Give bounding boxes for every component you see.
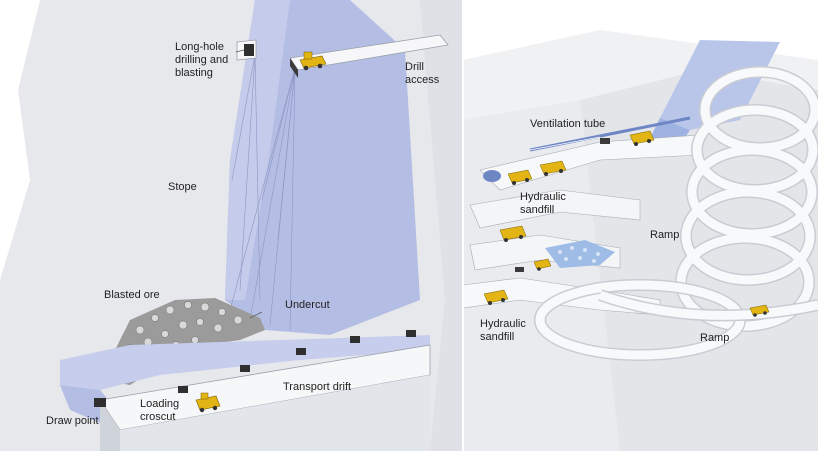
crosscut-portals bbox=[94, 330, 416, 407]
drill-access-drift bbox=[289, 34, 449, 71]
label-drill-access-1: Drill bbox=[405, 61, 424, 73]
label-ramp-upper: Ramp bbox=[650, 229, 679, 241]
label-transport-drift: Transport drift bbox=[283, 381, 351, 393]
label-blasted-ore: Blasted ore bbox=[104, 289, 160, 301]
vehicle-upper-1 bbox=[507, 169, 533, 185]
right-tunnel-portals bbox=[515, 138, 610, 272]
label-draw-point: Draw point bbox=[46, 415, 99, 427]
vehicle-mid bbox=[499, 225, 527, 242]
left-leader-lines bbox=[235, 49, 263, 319]
vehicle-top-drill bbox=[629, 130, 655, 146]
label-long-hole-3: blasting bbox=[175, 67, 213, 79]
drill-rig-vehicle bbox=[299, 51, 327, 71]
vehicle-upper-2 bbox=[539, 160, 567, 176]
upper-ore-pile bbox=[483, 170, 501, 182]
label-hydraulic-sandfill-upper-2: sandfill bbox=[520, 204, 554, 216]
loader-vehicle bbox=[195, 392, 221, 413]
label-ramp-lower: Ramp bbox=[700, 332, 729, 344]
transport-drift-side bbox=[100, 400, 120, 451]
label-hydraulic-sandfill-lower-1: Hydraulic bbox=[480, 318, 526, 330]
label-undercut: Undercut bbox=[285, 299, 330, 311]
long-hole-opening bbox=[244, 44, 254, 56]
label-hydraulic-sandfill-upper-1: Hydraulic bbox=[520, 191, 566, 203]
label-ventilation-tube: Ventilation tube bbox=[530, 118, 605, 130]
vehicle-lower-1 bbox=[483, 289, 509, 305]
label-stope: Stope bbox=[168, 181, 197, 193]
right-panel: Ventilation tube Hydraulic sandfill Ramp… bbox=[462, 0, 818, 451]
stope-face-light bbox=[225, 0, 290, 300]
label-loading-crosscut-2: croscut bbox=[140, 411, 175, 423]
label-loading-crosscut-1: Loading bbox=[140, 398, 179, 410]
vehicle-ramp bbox=[749, 304, 770, 317]
label-hydraulic-sandfill-lower-2: sandfill bbox=[480, 331, 514, 343]
label-long-hole-1: Long-hole bbox=[175, 41, 224, 53]
drill-fan-lines bbox=[229, 54, 296, 331]
broken-ore-pile bbox=[545, 240, 615, 268]
label-drill-access-2: access bbox=[405, 74, 440, 86]
vehicle-working bbox=[533, 258, 552, 271]
transport-drift-front bbox=[120, 375, 430, 451]
label-long-hole-2: drilling and bbox=[175, 54, 228, 66]
drill-access-portal bbox=[290, 58, 298, 78]
middle-level bbox=[469, 189, 641, 229]
spiral-ramp-surface bbox=[676, 67, 818, 331]
ventilation-tube-highlight bbox=[529, 136, 601, 151]
rock-shadow-right bbox=[420, 0, 463, 451]
right-vehicles bbox=[483, 130, 770, 317]
rock-edge bbox=[0, 0, 40, 280]
lower-ramp bbox=[534, 279, 818, 361]
left-panel: Long-hole drilling and blasting Drill ac… bbox=[0, 0, 463, 451]
undercut bbox=[60, 335, 430, 390]
